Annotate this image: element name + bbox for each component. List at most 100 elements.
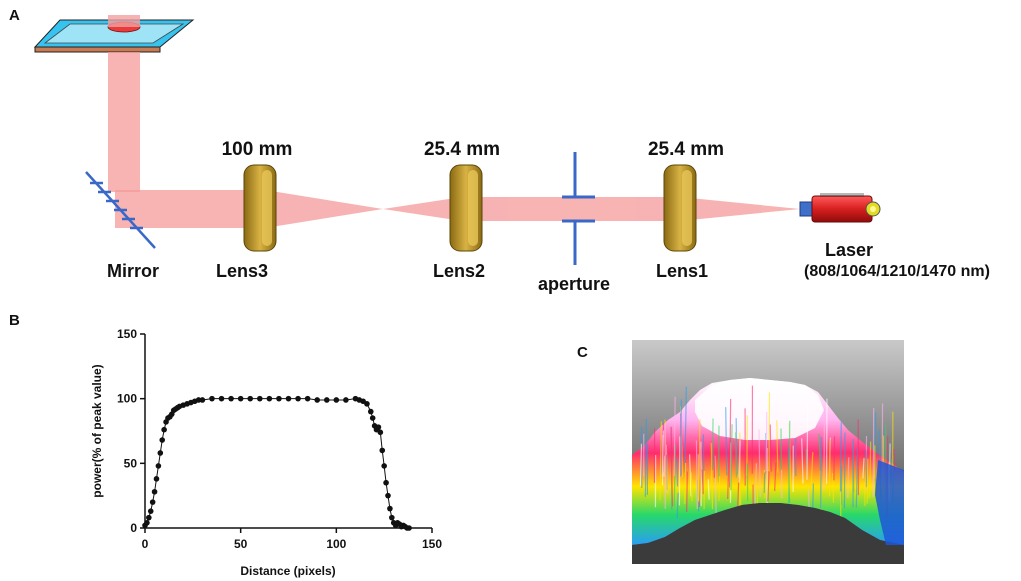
beam-vertical — [108, 52, 140, 192]
data-point — [375, 424, 382, 430]
data-point — [159, 437, 166, 443]
surface-spike — [820, 437, 822, 509]
surface-spike — [832, 473, 835, 503]
surface-spike — [676, 492, 679, 519]
surface-spike — [729, 398, 732, 488]
surface-spike — [769, 424, 772, 472]
lens3-label: Lens3 — [216, 261, 268, 281]
data-point — [228, 395, 234, 402]
surface-spike — [701, 469, 704, 495]
surface-spike — [788, 420, 791, 509]
data-point — [377, 429, 384, 436]
data-point — [369, 415, 376, 421]
surface-spike — [869, 441, 872, 498]
aperture-label: aperture — [538, 274, 610, 294]
data-point — [247, 395, 254, 402]
surface-spike — [806, 404, 809, 480]
surface-spike — [730, 424, 733, 491]
x-tick-label: 100 — [326, 537, 346, 551]
data-point — [209, 395, 215, 402]
surface-spike — [680, 399, 682, 477]
surface-spike — [684, 386, 687, 473]
mirror-label: Mirror — [107, 261, 159, 281]
surface-spike — [818, 433, 821, 471]
data-point — [389, 514, 395, 521]
data-point — [151, 488, 158, 495]
data-point — [364, 401, 370, 407]
x-axis-title: Distance (pixels) — [240, 564, 335, 578]
y-tick-label: 150 — [117, 327, 137, 341]
surface-spike — [847, 457, 850, 499]
surface-spike — [765, 412, 768, 472]
data-point — [161, 426, 167, 433]
data-point — [237, 395, 244, 402]
data-point — [367, 408, 374, 415]
lens1 — [663, 164, 697, 252]
surface-spike — [865, 449, 868, 488]
panel-b-letter: B — [9, 312, 20, 329]
surface-spike — [659, 421, 662, 501]
surface-spike — [735, 432, 738, 478]
data-point — [304, 395, 311, 402]
surface-spike — [639, 443, 643, 486]
surface-peak — [695, 378, 824, 440]
surface-spike — [855, 447, 859, 508]
data-point — [218, 395, 225, 402]
data-point — [147, 508, 154, 514]
surface-spike — [823, 408, 826, 490]
data-point — [257, 395, 263, 402]
surface-base — [632, 503, 904, 564]
laser-label: Laser — [825, 240, 873, 260]
surface-spike — [670, 426, 674, 507]
surface-spike — [676, 458, 679, 487]
beam-path — [115, 190, 800, 228]
data-point — [153, 476, 160, 482]
surface-spike — [767, 471, 770, 502]
data-point — [383, 479, 389, 486]
surface-spike — [686, 471, 688, 512]
data-point — [276, 395, 282, 402]
mirror — [85, 171, 156, 249]
aperture — [562, 152, 595, 265]
x-tick-label: 0 — [142, 537, 149, 551]
data-point — [149, 499, 156, 505]
data-point — [406, 525, 412, 531]
data-point — [323, 397, 330, 403]
data-point — [295, 395, 301, 402]
surface-spike — [725, 407, 728, 476]
surface-spike — [714, 455, 717, 518]
surface-spike — [695, 440, 698, 510]
y-tick-label: 100 — [117, 392, 137, 406]
surface-spike — [661, 434, 664, 486]
wavelengths-label: (808/1064/1210/1470 nm) — [804, 263, 990, 280]
x-tick-label: 50 — [234, 537, 248, 551]
lens3-focal-label: 100 mm — [222, 139, 293, 160]
surface-spike — [688, 454, 692, 497]
surface-spike — [710, 451, 713, 488]
surface-spike — [862, 458, 865, 479]
surface-spike — [713, 447, 716, 478]
sample-dish — [33, 15, 195, 53]
lens2-label: Lens2 — [433, 261, 485, 281]
data-point — [157, 450, 164, 456]
data-point — [285, 395, 292, 402]
surface-spike — [810, 452, 814, 485]
surface-spike — [737, 477, 740, 510]
data-point — [387, 505, 393, 512]
surface-spike — [727, 455, 730, 500]
surface-spike — [690, 472, 693, 502]
surface-spike — [758, 429, 761, 497]
surface-spike — [866, 458, 869, 504]
y-axis-title: power(% of peak value) — [90, 364, 104, 497]
surface-spike — [776, 420, 779, 473]
lens1-focal-label: 25.4 mm — [648, 139, 724, 160]
data-point — [266, 395, 273, 402]
surface-spike — [774, 462, 777, 492]
data-point — [144, 520, 150, 526]
data-point — [381, 463, 387, 469]
data-point — [155, 463, 162, 469]
surface-spike — [843, 432, 846, 509]
beam-heightmap — [632, 340, 904, 564]
data-point — [195, 397, 202, 403]
